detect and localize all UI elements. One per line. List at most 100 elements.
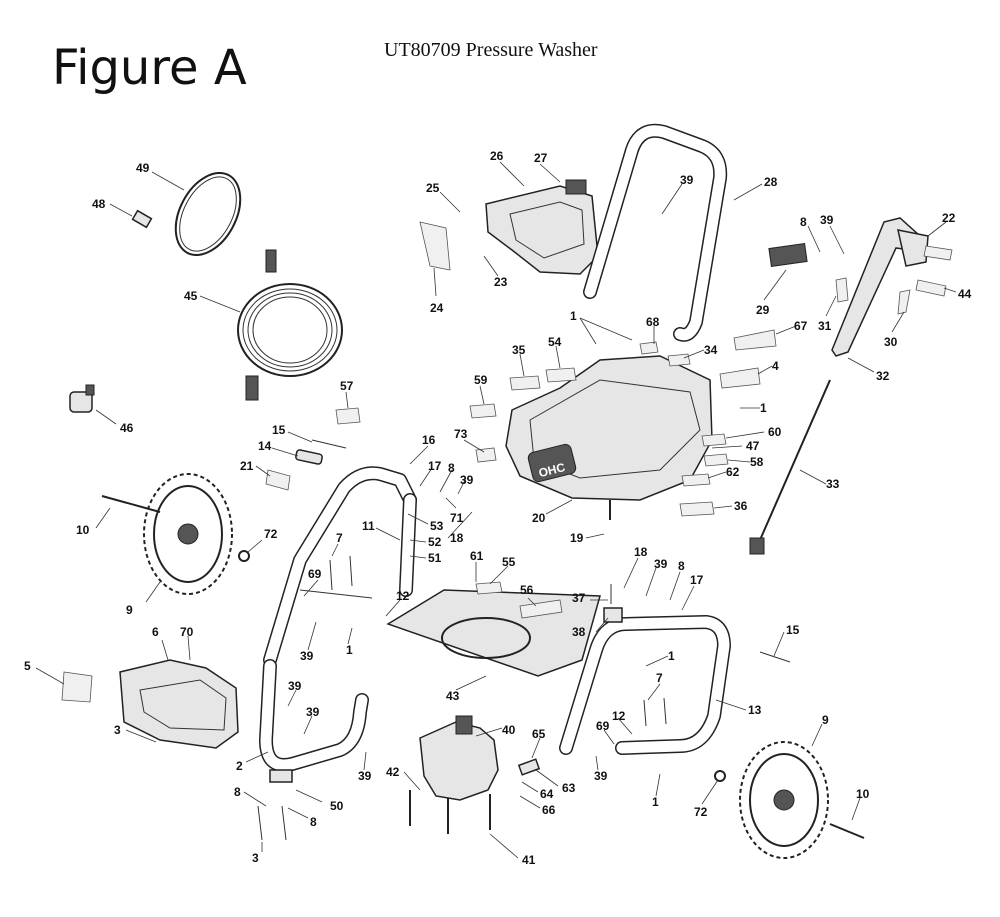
figure-title: Figure A xyxy=(52,40,247,96)
callout-7-b: 7 xyxy=(656,671,663,685)
callout-44: 44 xyxy=(958,287,972,301)
callout-15-a: 15 xyxy=(272,423,286,437)
callout-12-b: 12 xyxy=(612,709,626,723)
callout-64: 64 xyxy=(540,787,554,801)
callout-73: 73 xyxy=(454,427,468,441)
part-hose-49 xyxy=(174,171,242,257)
part-wheel-9-left xyxy=(143,473,233,595)
callout-4: 4 xyxy=(772,359,779,373)
callout-34: 34 xyxy=(704,343,718,357)
callout-18-a: 18 xyxy=(450,531,464,545)
callout-9-a: 9 xyxy=(126,603,133,617)
callout-20: 20 xyxy=(532,511,546,525)
callout-31: 31 xyxy=(818,319,832,333)
callout-30: 30 xyxy=(884,335,898,349)
callout-55: 55 xyxy=(502,555,516,569)
part-hardware xyxy=(257,439,791,841)
part-nozzle-48 xyxy=(131,209,153,229)
part-labels-gun xyxy=(719,245,953,389)
callout-47: 47 xyxy=(746,439,760,453)
callout-39-b: 39 xyxy=(820,213,834,227)
callout-39-a: 39 xyxy=(680,173,694,187)
callout-15-b: 15 xyxy=(786,623,800,637)
callout-26: 26 xyxy=(490,149,504,163)
callout-28: 28 xyxy=(764,175,778,189)
callout-8-e: 8 xyxy=(310,815,317,829)
callout-38: 38 xyxy=(572,625,586,639)
part-axles-10 xyxy=(101,495,865,839)
callout-numbers: 49 48 45 46 26 27 25 24 23 39 28 8 39 22… xyxy=(24,149,972,867)
callout-23: 23 xyxy=(494,275,508,289)
callout-16: 16 xyxy=(422,433,436,447)
callout-39-d: 39 xyxy=(654,557,668,571)
part-base-labels xyxy=(475,581,563,619)
callout-27: 27 xyxy=(534,151,548,165)
callout-32: 32 xyxy=(876,369,890,383)
leader-lines xyxy=(35,161,957,859)
callout-69-b: 69 xyxy=(596,719,610,733)
callout-6: 6 xyxy=(152,625,159,639)
callout-43: 43 xyxy=(446,689,460,703)
part-wheel-9-right xyxy=(739,741,829,859)
part-pump-40 xyxy=(409,715,541,834)
callout-7-a: 7 xyxy=(336,531,343,545)
callout-21: 21 xyxy=(240,459,254,473)
callout-54: 54 xyxy=(548,335,562,349)
callout-59: 59 xyxy=(474,373,488,387)
callout-52: 52 xyxy=(428,535,442,549)
part-connector-46 xyxy=(69,384,95,413)
callout-67: 67 xyxy=(794,319,808,333)
callout-62: 62 xyxy=(726,465,740,479)
callout-37: 37 xyxy=(572,591,586,605)
callout-19: 19 xyxy=(570,531,584,545)
callout-63: 63 xyxy=(562,781,576,795)
callout-66: 66 xyxy=(542,803,556,817)
callout-42: 42 xyxy=(386,765,400,779)
callout-40: 40 xyxy=(502,723,516,737)
part-engine-20: OHC xyxy=(505,355,713,520)
part-frame-11 xyxy=(263,466,417,667)
callout-1-c: 1 xyxy=(346,643,353,657)
callout-39-i: 39 xyxy=(594,769,608,783)
callout-9-b: 9 xyxy=(822,713,829,727)
callout-17-b: 17 xyxy=(690,573,704,587)
callout-22: 22 xyxy=(942,211,956,225)
callout-48: 48 xyxy=(92,197,106,211)
callout-41: 41 xyxy=(522,853,536,867)
callout-49: 49 xyxy=(136,161,150,175)
part-handle-28 xyxy=(583,123,728,342)
callout-5: 5 xyxy=(24,659,31,673)
figure-subtitle: UT80709 Pressure Washer xyxy=(384,39,598,61)
callout-1-d: 1 xyxy=(668,649,675,663)
engine-badge: OHC xyxy=(537,460,567,480)
callout-36: 36 xyxy=(734,499,748,513)
callout-12-a: 12 xyxy=(396,589,410,603)
part-gun-32 xyxy=(768,217,929,357)
part-console-27 xyxy=(485,179,599,275)
callout-1-e: 1 xyxy=(652,795,659,809)
callout-35: 35 xyxy=(512,343,526,357)
callout-46: 46 xyxy=(120,421,134,435)
callout-65: 65 xyxy=(532,727,546,741)
callout-50: 50 xyxy=(330,799,344,813)
callout-10-a: 10 xyxy=(76,523,90,537)
callout-8-a: 8 xyxy=(800,215,807,229)
callout-33: 33 xyxy=(826,477,840,491)
part-guard-6 xyxy=(119,659,239,749)
part-frame-13 xyxy=(559,615,731,755)
callout-69-a: 69 xyxy=(308,567,322,581)
callout-8-d: 8 xyxy=(234,785,241,799)
part-frame-2 xyxy=(259,659,369,783)
callout-17-a: 17 xyxy=(428,459,442,473)
callout-56: 56 xyxy=(520,583,534,597)
callout-39-h: 39 xyxy=(358,769,372,783)
callout-24: 24 xyxy=(430,301,444,315)
callout-45: 45 xyxy=(184,289,198,303)
callout-70: 70 xyxy=(180,625,194,639)
callout-10-b: 10 xyxy=(856,787,870,801)
callout-1-b: 1 xyxy=(760,401,767,415)
callout-39-f: 39 xyxy=(288,679,302,693)
callout-29: 29 xyxy=(756,303,770,317)
callout-51: 51 xyxy=(428,551,442,565)
